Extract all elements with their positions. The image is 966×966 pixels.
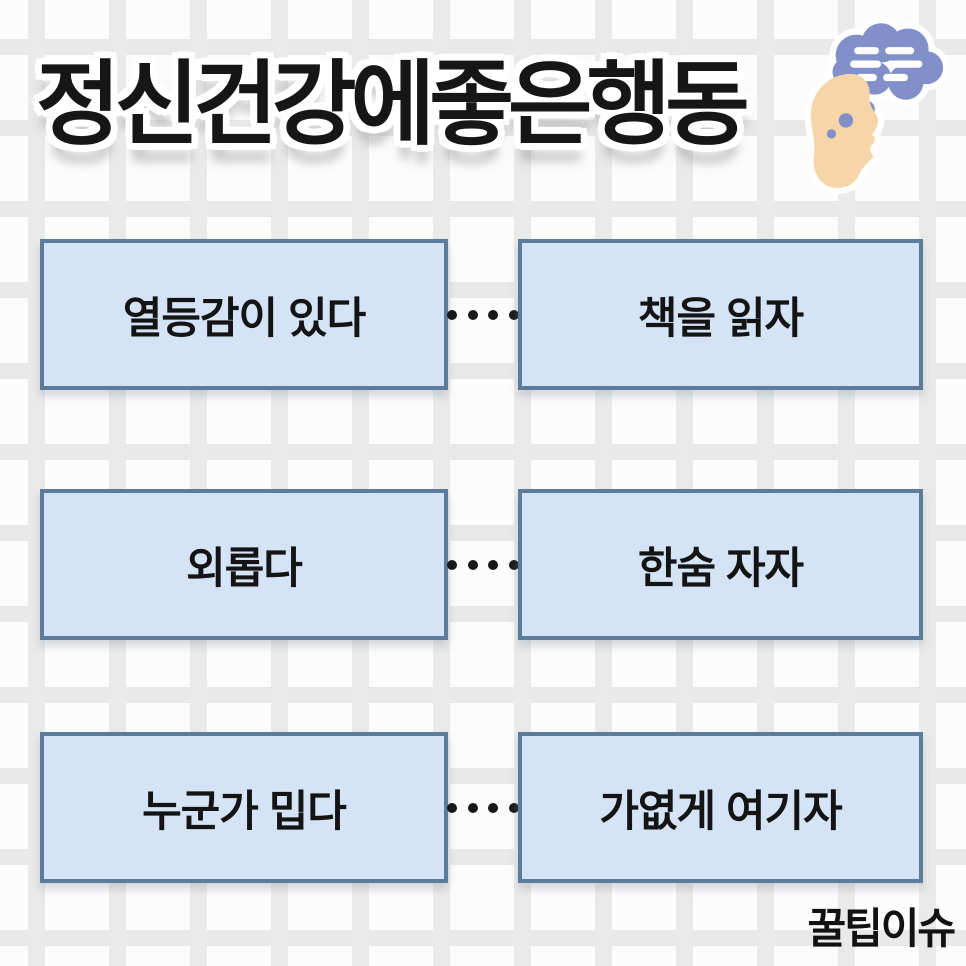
connector-dot (467, 803, 478, 813)
page-title: 정신건강에좋은행동 (36, 54, 750, 156)
feeling-box-3: 누군가 밉다 (40, 732, 448, 883)
face-dots (826, 113, 854, 139)
feeling-box-2: 외롭다 (40, 489, 448, 640)
dotted-connector-3 (447, 802, 519, 814)
cloud-text-lines-icon (850, 47, 923, 82)
thinking-head-icon (804, 17, 950, 195)
watermark: 꿀팁이슈 (807, 905, 956, 952)
head-profile (810, 73, 879, 188)
action-box-3: 가엾게 여기자 (518, 732, 923, 883)
action-box-2: 한숨 자자 (518, 489, 923, 640)
connector-dot (508, 310, 519, 320)
dotted-connector-1 (447, 309, 519, 321)
connector-dot (467, 560, 478, 570)
connector-dot (447, 310, 457, 320)
connector-dot (447, 803, 457, 813)
connector-dot (508, 803, 519, 813)
feeling-box-1: 열등감이 있다 (40, 239, 448, 390)
dotted-connector-2 (447, 559, 519, 571)
action-box-1: 책을 읽자 (518, 239, 923, 390)
connector-dot (488, 803, 499, 813)
connector-dot (488, 560, 499, 570)
connector-dot (508, 560, 519, 570)
connector-dot (488, 310, 499, 320)
connector-dot (467, 310, 478, 320)
connector-dot (447, 560, 457, 570)
